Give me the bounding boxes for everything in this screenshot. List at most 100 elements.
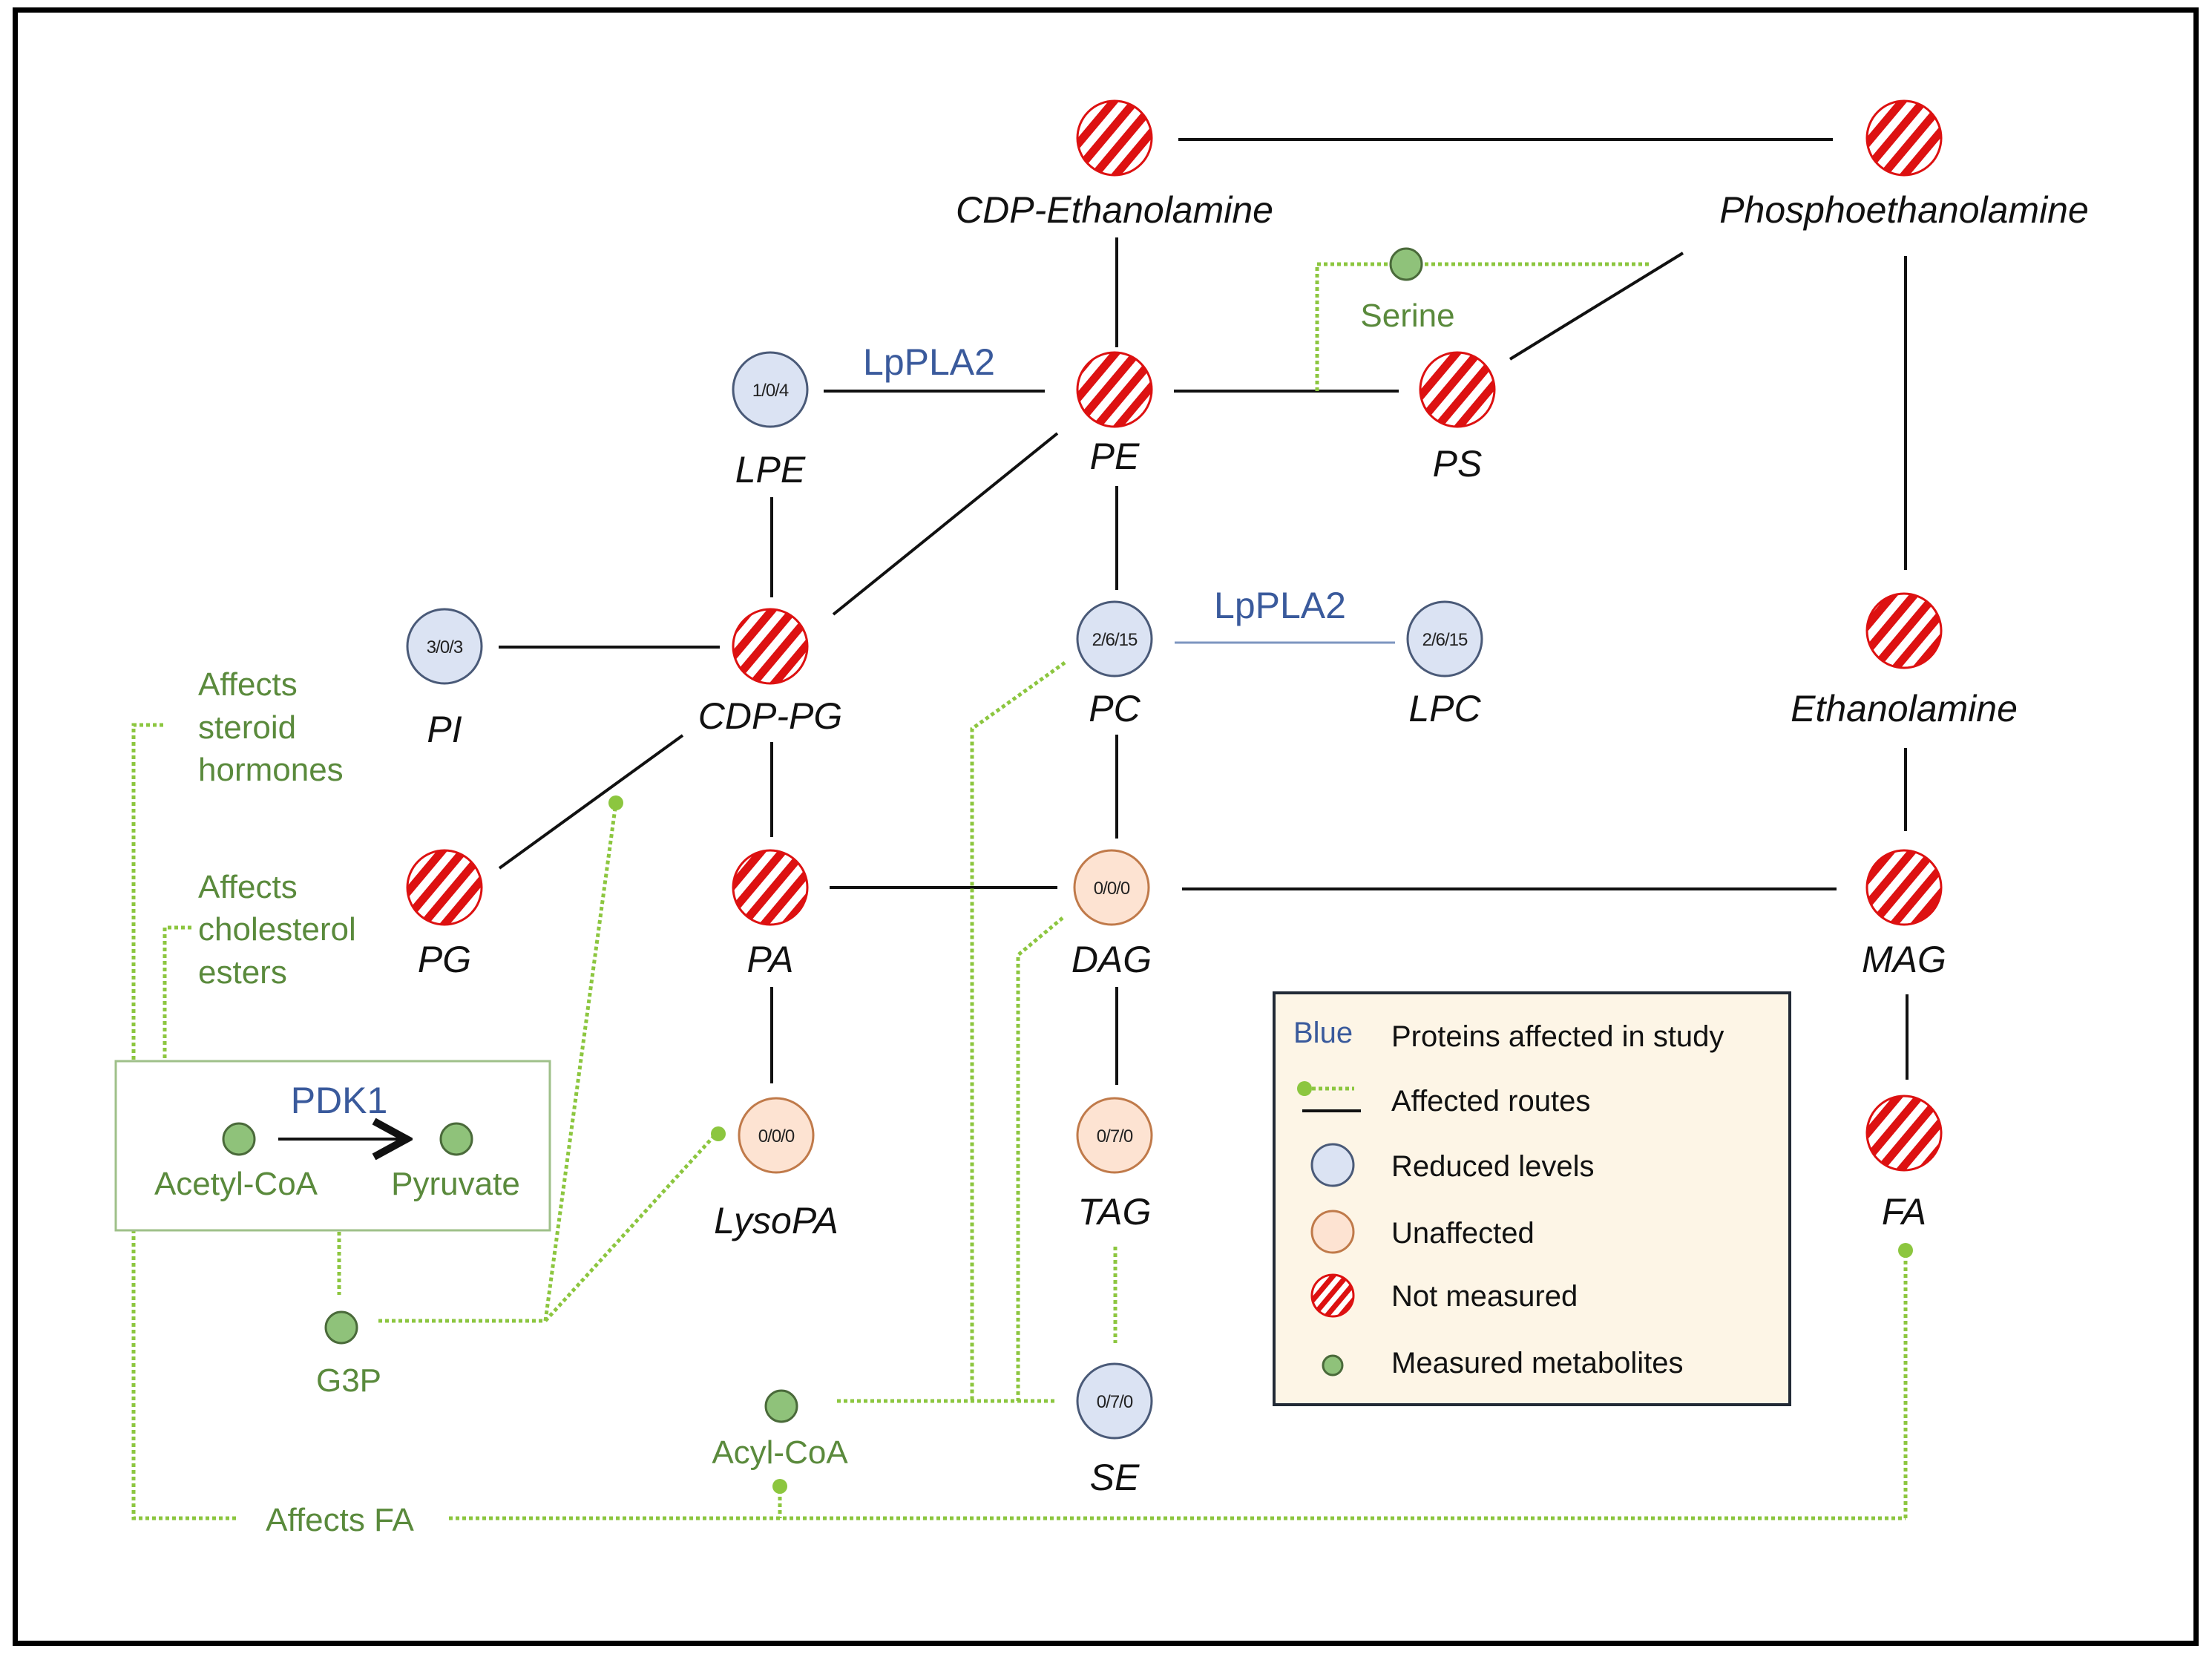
node-value: 1/0/4 [752,381,789,401]
node-circle-not-measured [1865,99,1943,177]
node-label: TAG [1077,1191,1151,1233]
node-circle-not-measured [1419,351,1496,428]
protein-pdk1: PDK1 [291,1080,388,1121]
node-circle-reduced [1076,1362,1153,1440]
metabolite-label-acyl-coa: Acyl-CoA [712,1434,848,1471]
node-pa: PA [732,849,809,980]
route-steroid [131,723,239,1520]
route-serine-pe-ps [1315,262,1388,391]
metabolite-dot-pyruvate [439,1122,473,1156]
route-end-dot-lysopa [711,1126,726,1141]
node-circle-not-measured [732,849,809,926]
legend-metabolite-icon [1322,1354,1344,1377]
route-cholesterol [163,925,191,1061]
node-label: PE [1090,436,1140,477]
metabolite-serine: Serine [1360,247,1455,334]
node-circle-not-measured [1865,592,1943,669]
legend-label-metabolites: Measured metabolites [1391,1347,1684,1379]
node-value: 3/0/3 [427,637,463,657]
node-value: 2/6/15 [1092,630,1138,650]
node-label: PS [1433,443,1483,485]
node-circle-not-measured [1865,849,1943,926]
legend-label-routes: Affected routes [1391,1085,1590,1118]
node-circle-not-measured [1076,99,1153,177]
legend-label-proteins: Proteins affected in study [1391,1020,1724,1053]
route-dag-acyl [1016,916,1064,1401]
metabolite-acyl-coa: Acyl-CoA [712,1389,848,1471]
node-circle-not-measured [1865,1095,1943,1172]
legend-box [1273,991,1791,1406]
route-pc-acyl [970,660,1066,1401]
node-value: 0/7/0 [1097,1392,1133,1412]
node-label: FA [1882,1191,1926,1233]
metabolite-label-serine: Serine [1360,298,1454,334]
node-ethanolamine: Ethanolamine [1791,592,2018,729]
node-circle-not-measured [1076,351,1153,428]
node-label: PG [418,939,471,980]
legend-label-reduced: Reduced levels [1391,1150,1595,1183]
legend-reduced-icon [1310,1143,1355,1187]
edge-cdppg-pg [498,734,684,870]
node-label: DAG [1071,939,1152,980]
protein-lppla2-top: LpPLA2 [863,341,995,383]
node-pi: 3/0/3PI [406,608,483,750]
node-cdp-pg: CDP-PG [698,608,842,737]
annotation-fa-bg [241,1497,445,1539]
node-label: Ethanolamine [1791,688,2018,729]
route-end-dot-cdppg [608,795,623,810]
annotation-cholesterol-line3: esters [198,954,287,991]
node-circle-reduced [1076,600,1153,677]
node-circle-not-measured [732,608,809,685]
node-value: 2/6/15 [1422,630,1468,650]
metabolite-dot-acetyl-coa [222,1122,256,1156]
node-pg: PG [406,849,483,980]
node-pe: PE [1076,351,1153,477]
edge-pe-cdppg [832,432,1059,616]
metabolite-label-pyruvate: Pyruvate [391,1166,520,1202]
node-fa: FA [1865,1095,1943,1233]
node-circle-reduced [732,351,809,428]
node-label: PA [747,939,794,980]
metabolite-dot-acyl-coa [764,1389,798,1423]
node-se: 0/7/0SE [1076,1362,1153,1498]
node-circle-unaffected [1073,849,1150,926]
node-label: PC [1089,688,1141,729]
node-value: 0/7/0 [1097,1126,1133,1146]
affected-routes [131,262,1913,1520]
node-cdp-ethanolamine: CDP-Ethanolamine [956,99,1273,231]
node-phosphoethanolamine: Phosphoethanolamine [1719,99,2089,231]
node-circle-unaffected [738,1097,815,1174]
node-label: PI [427,709,462,750]
legend: Blue Proteins affected in study Affected… [1273,991,1791,1406]
metabolite-label-g3p: G3P [316,1362,381,1399]
node-label: CDP-Ethanolamine [956,189,1273,231]
legend-unaffected-icon [1310,1210,1355,1254]
annotation-affects-fa: Affects FA [266,1502,414,1538]
annotation-cholesterol-line2: cholesterol [198,911,356,948]
pdk1-box: PDK1 Acetyl-CoA Pyruvate [114,1060,551,1232]
pathway-edges [498,138,1909,1085]
annotation-cholesterol-line1: Affects [198,869,298,905]
metabolite-label-acetyl-coa: Acetyl-CoA [154,1166,318,1202]
legend-not-measured-icon [1310,1273,1355,1318]
node-value: 0/0/0 [758,1126,795,1146]
node-label: SE [1090,1457,1140,1498]
legend-key-blue: Blue [1293,1017,1353,1049]
route-g3p-cdppg [543,802,618,1322]
node-value: 0/0/0 [1094,879,1130,899]
metabolite-g3p: G3P [316,1310,381,1399]
route-end-dot-acylcoa [772,1479,787,1494]
edge-phosphoethanolamine-ps [1509,252,1684,361]
annotation-steroid-line2: steroid [198,709,296,746]
pdk1-box-border [114,1060,551,1232]
node-circle-reduced [1406,600,1483,677]
node-circle-not-measured [406,849,483,926]
route-end-dot-fa [1898,1243,1913,1258]
node-label: CDP-PG [698,695,842,737]
